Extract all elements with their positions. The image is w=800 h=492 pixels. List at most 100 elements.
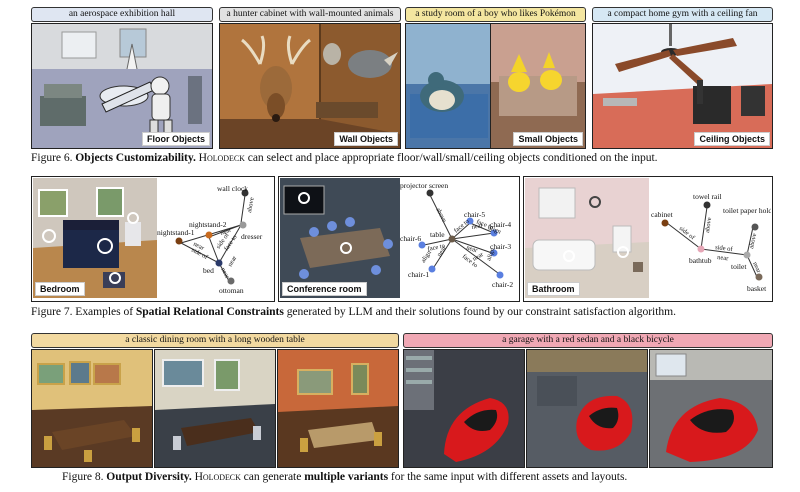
prompt-tag-gym: a compact home gym with a ceiling fan xyxy=(592,7,773,22)
node-bathtub xyxy=(697,245,705,253)
rel-near-1: near xyxy=(717,254,730,262)
conference-constraint-graph: projector screen chair-5 chair-4 chair-6… xyxy=(400,181,513,289)
garage-scene-art-2 xyxy=(527,350,647,467)
image-pokemon-room-1 xyxy=(405,23,491,149)
text-chair-2: chair-2 xyxy=(492,280,513,289)
caption-figure-8: Figure 8. Output Diversity. Holodeck can… xyxy=(62,470,628,483)
node-chair-6 xyxy=(418,241,426,249)
text-towel-rail: towel rail xyxy=(693,192,722,201)
image-conference-room: Conference room xyxy=(280,178,400,298)
text-chair-1: chair-1 xyxy=(408,270,429,279)
image-home-gym: Ceiling Objects xyxy=(592,23,773,149)
fig7-conference-box: Conference room projector screen chair-5… xyxy=(278,176,520,302)
text-toilet: toilet xyxy=(731,262,747,271)
conference-scene-art xyxy=(280,178,400,298)
fig7-bedroom-box: Bedroom wall clock nightstand-2 nightsta… xyxy=(31,176,275,302)
rel-above: above xyxy=(246,197,256,214)
fig7-bathroom-box: Bathroom towel rail cabinet toilet paper… xyxy=(523,176,773,302)
garage-scene-art-1 xyxy=(404,350,524,467)
label-bathroom: Bathroom xyxy=(527,282,580,296)
rel-align-1: align xyxy=(487,224,502,236)
prompt-tag-hunter: a hunter cabinet with wall-mounted anima… xyxy=(219,7,401,22)
rel-face-to-3: face to xyxy=(427,242,446,252)
prompt-tag-aerospace: an aerospace exhibition hall xyxy=(31,7,213,22)
bedroom-constraint-graph: wall clock nightstand-2 nightstand-1 dre… xyxy=(157,184,263,295)
prompt-tag-garage: a garage with a red sedan and a black bi… xyxy=(403,333,773,348)
image-garage-1 xyxy=(403,349,525,468)
node-chair-5 xyxy=(466,217,474,225)
node-nightstand-1 xyxy=(175,237,183,245)
label-bedroom: Bedroom xyxy=(35,282,85,296)
rel-near-2: near xyxy=(751,261,762,275)
node-cabinet xyxy=(661,219,669,227)
image-garage-2 xyxy=(526,349,648,468)
node-chair-4 xyxy=(490,229,498,237)
bedroom-scene-art xyxy=(33,178,157,298)
prompt-tag-pokemon: a study room of a boy who likes Pokémon xyxy=(405,7,586,22)
text-table: table xyxy=(430,230,445,239)
rel-above-2: above xyxy=(748,233,758,250)
text-toilet-paper-holder: toilet paper holder xyxy=(723,206,771,215)
text-basket: basket xyxy=(747,284,767,293)
pokemon-scene-art-2 xyxy=(491,24,585,148)
label-conference-room: Conference room xyxy=(282,282,367,296)
gym-scene-art xyxy=(593,24,772,148)
label-ceiling-objects: Ceiling Objects xyxy=(694,132,770,146)
rel-above: above xyxy=(704,217,713,233)
garage-scene-art-3 xyxy=(650,350,772,467)
text-cabinet: cabinet xyxy=(651,210,674,219)
node-table xyxy=(448,235,456,243)
node-wall-clock xyxy=(241,189,249,197)
image-hunter-cabin: Wall Objects xyxy=(219,23,401,149)
text-chair-3: chair-3 xyxy=(490,242,511,251)
text-chair-5: chair-5 xyxy=(464,210,485,219)
rel-align-3: align xyxy=(485,246,496,261)
text-wall-clock: wall clock xyxy=(217,184,248,193)
text-chair-4: chair-4 xyxy=(490,220,511,229)
rel-face-to-1: face to xyxy=(453,218,471,235)
rel-near-1: near xyxy=(471,222,484,231)
node-bed xyxy=(215,259,223,267)
rel-near-1: near xyxy=(219,226,233,237)
image-bedroom: Bedroom xyxy=(33,178,157,298)
text-dresser: dresser xyxy=(241,232,263,241)
node-toilet-paper-holder xyxy=(751,223,759,231)
text-bed: bed xyxy=(203,266,214,275)
label-small-objects: Small Objects xyxy=(513,132,583,146)
rel-near-3: near xyxy=(227,254,239,268)
image-pokemon-room-2: Small Objects xyxy=(490,23,586,149)
text-nightstand-1: nightstand-1 xyxy=(157,228,195,237)
label-floor-objects: Floor Objects xyxy=(141,132,210,146)
pokemon-scene-art-1 xyxy=(406,24,490,148)
hunter-scene-art xyxy=(220,24,400,148)
dining-scene-art-2 xyxy=(155,350,275,467)
text-projector-screen: projector screen xyxy=(400,181,448,190)
rel-above: above xyxy=(434,207,448,224)
image-dining-2 xyxy=(154,349,276,468)
aerospace-scene-art xyxy=(32,24,212,148)
label-wall-objects: Wall Objects xyxy=(334,132,398,146)
node-basket xyxy=(755,273,763,281)
node-towel-rail xyxy=(703,201,711,209)
node-toilet xyxy=(743,251,751,259)
bathroom-constraint-graph: towel rail cabinet toilet paper holder b… xyxy=(651,192,771,293)
text-chair-6: chair-6 xyxy=(400,234,421,243)
node-chair-2 xyxy=(496,271,504,279)
image-garage-3 xyxy=(649,349,773,468)
node-chair-1 xyxy=(428,265,436,273)
image-aerospace-hall: Floor Objects xyxy=(31,23,213,149)
text-nightstand-2: nightstand-2 xyxy=(189,220,227,229)
text-ottoman: ottoman xyxy=(219,286,244,295)
node-chair-3 xyxy=(490,249,498,257)
bathroom-scene-art xyxy=(525,178,649,298)
image-dining-1 xyxy=(31,349,153,468)
node-projector-screen xyxy=(426,189,434,197)
dining-scene-art-1 xyxy=(32,350,152,467)
dining-scene-art-3 xyxy=(278,350,398,467)
rel-side-of-2: side of xyxy=(715,244,734,253)
rel-near-2: near xyxy=(465,244,479,254)
node-ottoman xyxy=(227,277,235,285)
rel-near-2: near xyxy=(192,241,206,253)
image-dining-3 xyxy=(277,349,399,468)
image-bathroom: Bathroom xyxy=(525,178,649,298)
